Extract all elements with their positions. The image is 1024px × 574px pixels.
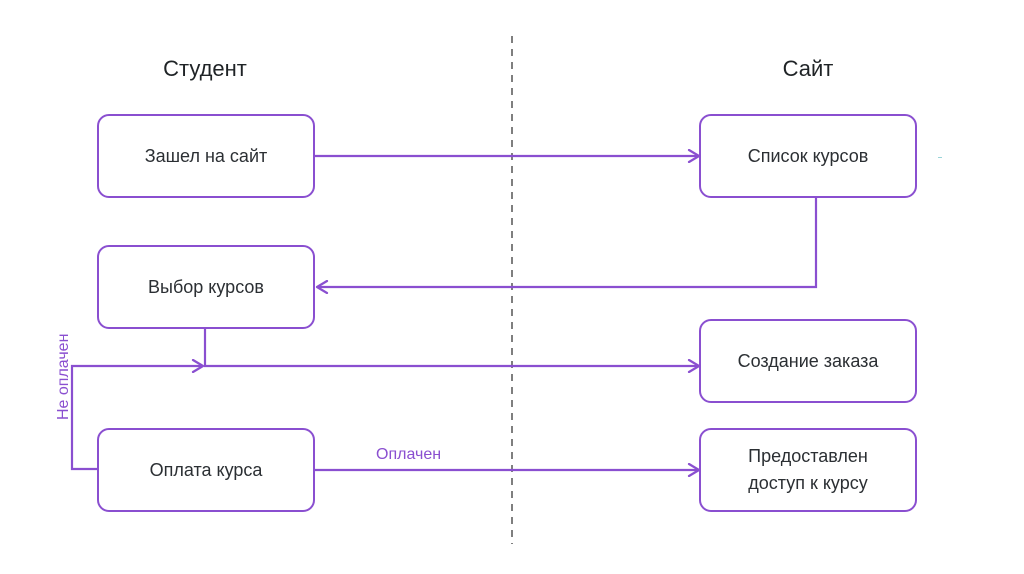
- node-label: Зашел на сайт: [144, 145, 268, 166]
- edge-choose-to-order: [203, 329, 699, 366]
- lane-title-site: Сайт: [782, 56, 834, 81]
- node-pay-course: Оплата курса: [97, 428, 315, 512]
- node-course-list: Список курсов: [699, 114, 917, 198]
- node-label: Выбор курсов: [148, 276, 264, 297]
- node-label: Список курсов: [747, 145, 869, 166]
- node-create-order: Создание заказа: [699, 319, 917, 403]
- node-access-granted: Предоставлен доступ к курсу: [699, 428, 917, 512]
- edge-label-paid: Оплачен: [376, 446, 442, 463]
- node-label: Создание заказа: [737, 350, 879, 371]
- edge-list-to-choose: [317, 198, 818, 287]
- node-choose-courses: Выбор курсов: [97, 245, 315, 329]
- lane-title-student: Студент: [163, 56, 247, 81]
- node-visit-site: Зашел на сайт: [97, 114, 315, 198]
- node-label-line-2: доступ к курсу: [748, 473, 868, 493]
- stray-mark: [938, 157, 942, 158]
- node-label: Оплата курса: [149, 459, 263, 480]
- node-label-wrap: Предоставлен доступ к курсу: [748, 443, 868, 497]
- edge-pay-unpaid-loop: [70, 366, 203, 471]
- node-label-line-1: Предоставлен: [748, 446, 868, 466]
- edge-label-unpaid: Не оплачен: [55, 333, 72, 420]
